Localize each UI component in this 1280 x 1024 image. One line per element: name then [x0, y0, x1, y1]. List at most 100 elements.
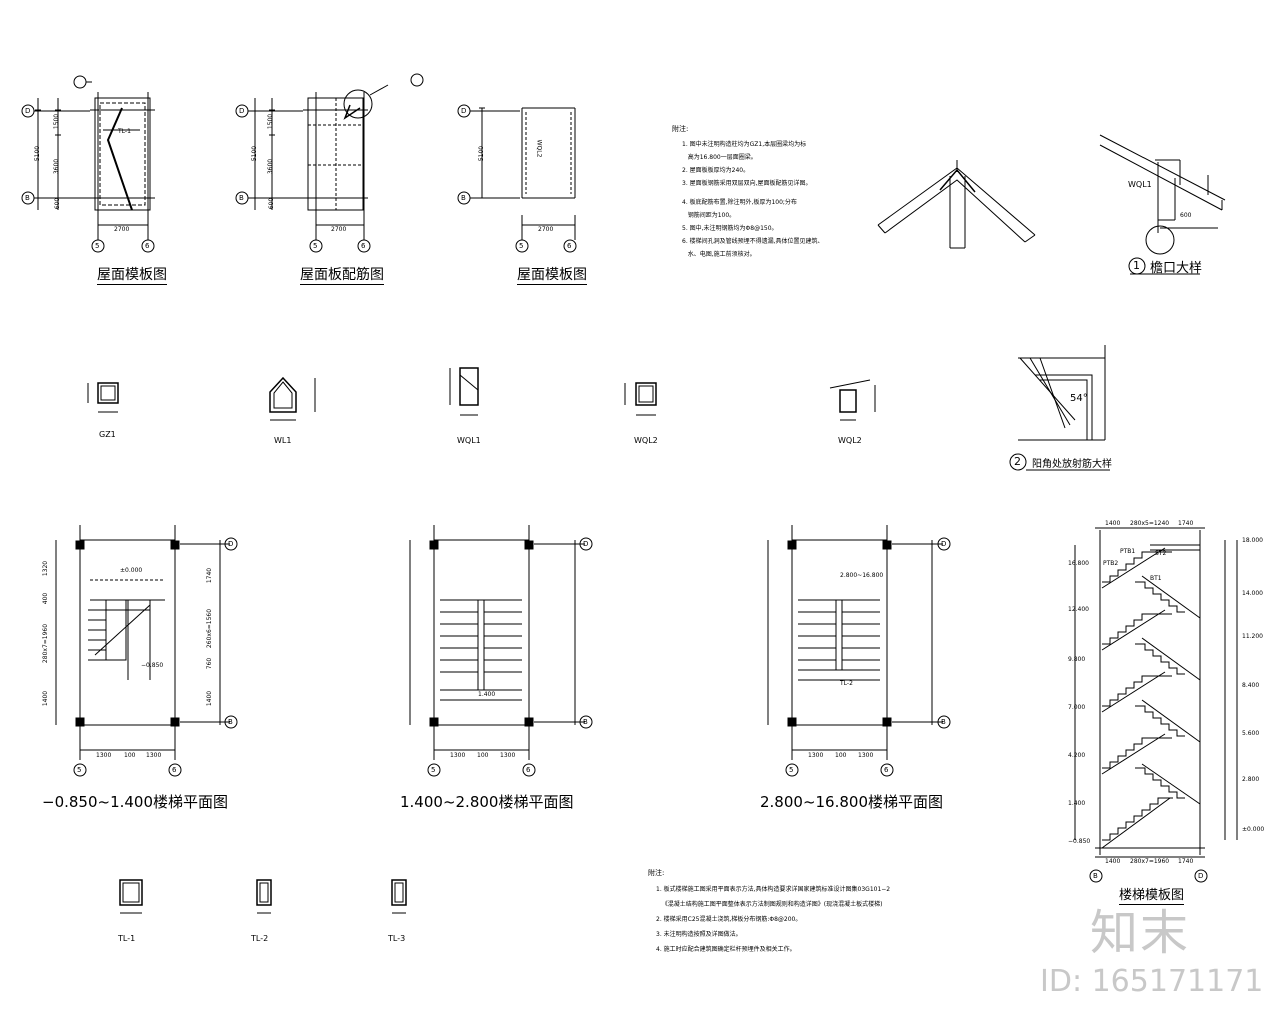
elev-right-7: ±0.000	[1242, 826, 1265, 833]
dim-bay-1: 2700	[114, 226, 130, 233]
grid-d-label-7: D	[1198, 872, 1204, 880]
roof-rebar-plan	[235, 73, 424, 253]
notes-top-line-1: 1. 图中未注明构造柱均为GZ1,本层圈梁均为标	[682, 141, 807, 148]
grid-b-label: B	[25, 194, 30, 202]
grid-d-label-4: D	[228, 540, 234, 548]
dim-stair-seg-3: 280x7=1960	[42, 623, 50, 664]
dim-stair-w-3b: 1300	[858, 752, 874, 759]
label-tl2: TL-2	[251, 934, 269, 943]
notes-bottom-line-1: 1. 板式楼梯施工图采用平面表示方法,具体构造要求详国家建筑标准设计图集03G1…	[656, 886, 891, 893]
title-corner-rebar-detail: 阳角处放射筋大样	[1032, 459, 1112, 470]
dim-stair-gap-3: 100	[835, 752, 847, 759]
section-tl1	[119, 879, 143, 914]
elev-right-4: 8.400	[1242, 682, 1260, 689]
dim-bay-2: 2700	[331, 226, 347, 233]
roof-slab-plan-2	[457, 104, 577, 253]
notes-top-line-8: 6. 楼梯间孔洞及管线预埋不得遗漏,具体位置见建筑、	[682, 238, 824, 245]
sec-bot-dim-1: 1400	[1105, 858, 1121, 865]
elev-plan1-a: ±0.000	[120, 567, 143, 574]
elev-right-1: 18.000	[1242, 537, 1263, 544]
elev-right-6: 2.800	[1242, 776, 1260, 783]
dim-stair-w-1a: 1300	[96, 752, 112, 759]
dim-stair-seg-r1: 1740	[206, 567, 214, 584]
dim-stair-w-3a: 1300	[808, 752, 824, 759]
grid-d-label: D	[25, 107, 31, 115]
corner-radial-detail	[1009, 345, 1110, 471]
grid-5-label: 5	[95, 242, 100, 250]
elev-left-7: −0.850	[1068, 838, 1091, 845]
title-stair-plan-3: 2.800~16.800楼梯平面图	[760, 793, 943, 811]
dim-roof-seg-3b: 600	[268, 197, 276, 210]
elev-plan1-b: −0.850	[141, 662, 164, 669]
dim-roof-seg-2: 3600	[53, 158, 61, 175]
notes-bottom-line-2: 《混凝土结构施工图平面整体表示方法制图规则和构造详图》(现浇混凝土板式楼梯)	[656, 901, 883, 908]
label-wl1: WL1	[274, 436, 292, 445]
notes-bottom-heading: 附注:	[648, 869, 665, 877]
label-member-tl2: TL-2	[840, 680, 853, 687]
grid-6-label: 6	[145, 242, 150, 250]
grid-b-label-3: B	[461, 194, 466, 202]
title-eave-detail: 檐口大样	[1150, 261, 1203, 276]
grid-6-label-5: 6	[526, 766, 531, 774]
dim-span-2: 5100	[251, 145, 259, 162]
label-member-wql2: WQL2	[535, 139, 543, 158]
grid-6-label-6: 6	[884, 766, 889, 774]
watermark-id: ID: 165171171	[1040, 964, 1264, 999]
eave-detail	[1099, 134, 1226, 275]
notes-bottom-line-5: 4. 施工时应配合建筑图确定栏杆预埋件及相关工作。	[656, 946, 796, 953]
corner-marker: 2	[1014, 455, 1021, 468]
sec-top-dim-1: 1400	[1105, 520, 1121, 527]
title-roof-rebar-plan: 屋面板配筋图	[300, 267, 384, 285]
elev-left-6: 1.400	[1068, 800, 1086, 807]
notes-bottom-line-3: 2. 楼梯采用C25混凝土浇筑,梯板分布钢筋:Φ8@200。	[656, 916, 802, 923]
dim-stair-seg-r3: 760	[206, 657, 214, 670]
eave-span-dim: 600	[1180, 212, 1192, 219]
notes-bottom-line-4: 3. 未注明构造按照及详图做法。	[656, 931, 742, 938]
dim-roof-seg-2b: 3600	[267, 158, 275, 175]
label-gz1: GZ1	[99, 430, 116, 439]
dim-stair-w-2a: 1300	[450, 752, 466, 759]
section-wql2b	[829, 379, 876, 421]
title-roof-slab-plan-1: 屋面模板图	[97, 267, 167, 285]
eave-marker: 1	[1133, 259, 1140, 272]
dim-span-3: 5100	[478, 145, 486, 162]
dim-roof-seg-3: 600	[54, 197, 62, 210]
elev-left-1: 16.800	[1068, 560, 1089, 567]
stair-plan-3	[767, 525, 951, 777]
dim-roof-seg-1b: 1500	[267, 113, 275, 130]
grid-b-label-4: B	[228, 718, 233, 726]
label-wql1: WQL1	[457, 436, 481, 445]
grid-b-label-7: B	[1093, 872, 1098, 880]
watermark-logo: 知末	[1090, 905, 1191, 961]
dim-span-1: 5100	[34, 145, 42, 162]
grid-d-label-3: D	[461, 107, 467, 115]
notes-top-line-5: 4. 板底配筋布置,除注明外,板厚为100;分布	[682, 199, 797, 206]
dim-stair-w-2b: 1300	[500, 752, 516, 759]
grid-6-label-4: 6	[172, 766, 177, 774]
grid-6-label-2: 6	[361, 242, 366, 250]
dim-stair-gap-2: 100	[477, 752, 489, 759]
notes-top-line-9: 水、电图,施工前须核对。	[682, 251, 756, 258]
stair-plan-2	[409, 525, 593, 777]
section-tl2	[256, 879, 272, 914]
grid-d-label-5: D	[583, 540, 589, 548]
dim-bay-3: 2700	[538, 226, 554, 233]
dim-stair-seg-4: 1400	[42, 690, 50, 707]
dim-stair-seg-r4: 1400	[206, 690, 214, 707]
dim-stair-seg-2: 400	[42, 592, 50, 605]
label-wql2b: WQL2	[838, 436, 862, 445]
section-wql1	[449, 367, 479, 416]
elev-left-3: 9.800	[1068, 656, 1086, 663]
title-stair-plan-2: 1.400~2.800楼梯平面图	[400, 793, 574, 811]
elev-plan2-a: 1.400	[478, 691, 496, 698]
grid-b-label-6: B	[941, 718, 946, 726]
grid-b-label-2: B	[239, 194, 244, 202]
grid-d-label-2: D	[239, 107, 245, 115]
label-bt1: BT1	[1150, 575, 1162, 582]
elev-right-5: 5.600	[1242, 730, 1260, 737]
ridge-section	[877, 160, 1036, 249]
sec-bot-dim-2: 280x7=1960	[1130, 858, 1170, 865]
grid-5-label-2: 5	[313, 242, 318, 250]
angle-label: 54°	[1070, 393, 1088, 404]
